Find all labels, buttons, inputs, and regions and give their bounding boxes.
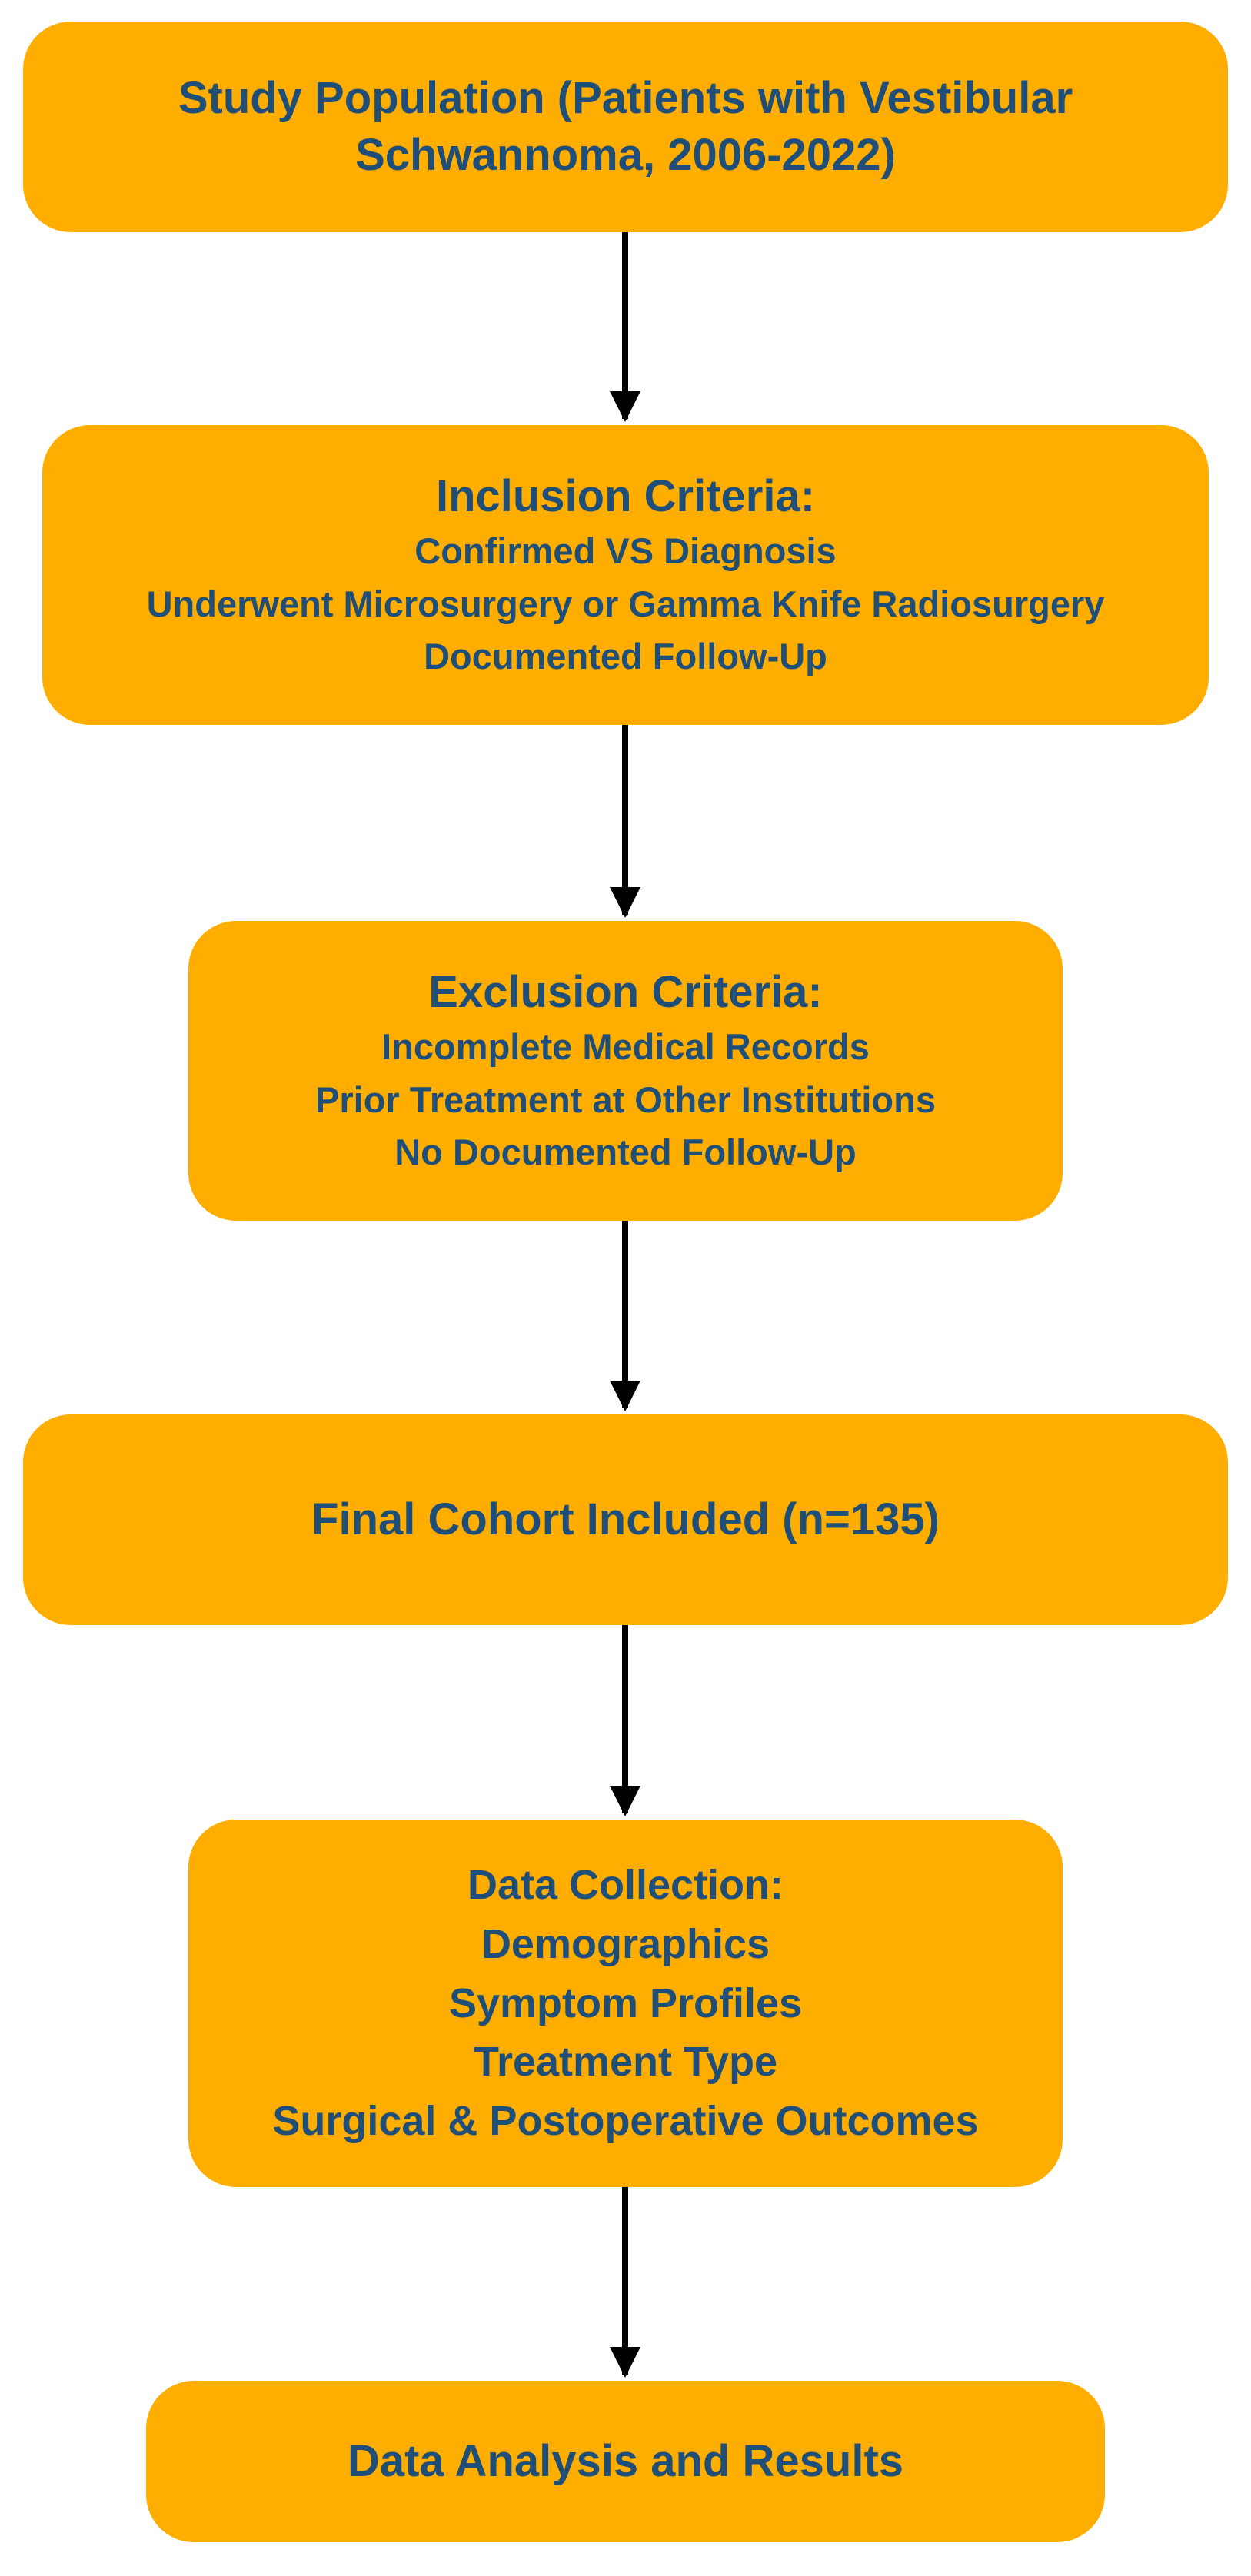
- exclusion-item: Incomplete Medical Records: [381, 1026, 870, 1068]
- inclusion-criteria-box: Inclusion Criteria: Confirmed VS Diagnos…: [42, 425, 1209, 725]
- inclusion-item: Confirmed VS Diagnosis: [414, 530, 837, 572]
- final-cohort-box: Final Cohort Included (n=135): [23, 1414, 1228, 1625]
- inclusion-item: Documented Follow-Up: [424, 635, 827, 676]
- data-analysis-label: Data Analysis and Results: [347, 2436, 904, 2487]
- exclusion-criteria-title: Exclusion Criteria:: [428, 967, 823, 1018]
- study-population-line-2: Schwannoma, 2006-2022): [355, 130, 896, 180]
- data-collection-item: Symptom Profiles: [448, 1979, 803, 2026]
- inclusion-item: Underwent Microsurgery or Gamma Knife Ra…: [146, 583, 1105, 624]
- study-population-box: Study Population (Patients with Vestibul…: [23, 22, 1228, 232]
- exclusion-item: Prior Treatment at Other Institutions: [315, 1079, 936, 1120]
- exclusion-item: No Documented Follow-Up: [394, 1131, 857, 1172]
- data-collection-item: Treatment Type: [473, 2039, 778, 2086]
- data-collection-item: Demographics: [481, 1920, 770, 1967]
- data-collection-title: Data Collection:: [467, 1862, 784, 1909]
- study-population-line-1: Study Population (Patients with Vestibul…: [178, 72, 1073, 123]
- data-analysis-box: Data Analysis and Results: [146, 2381, 1105, 2542]
- data-collection-box: Data Collection: Demographics Symptom Pr…: [188, 1820, 1063, 2187]
- data-collection-item: Surgical & Postoperative Outcomes: [272, 2098, 979, 2144]
- exclusion-criteria-box: Exclusion Criteria: Incomplete Medical R…: [188, 921, 1063, 1221]
- inclusion-criteria-title: Inclusion Criteria:: [435, 471, 816, 522]
- final-cohort-label: Final Cohort Included (n=135): [311, 1494, 940, 1545]
